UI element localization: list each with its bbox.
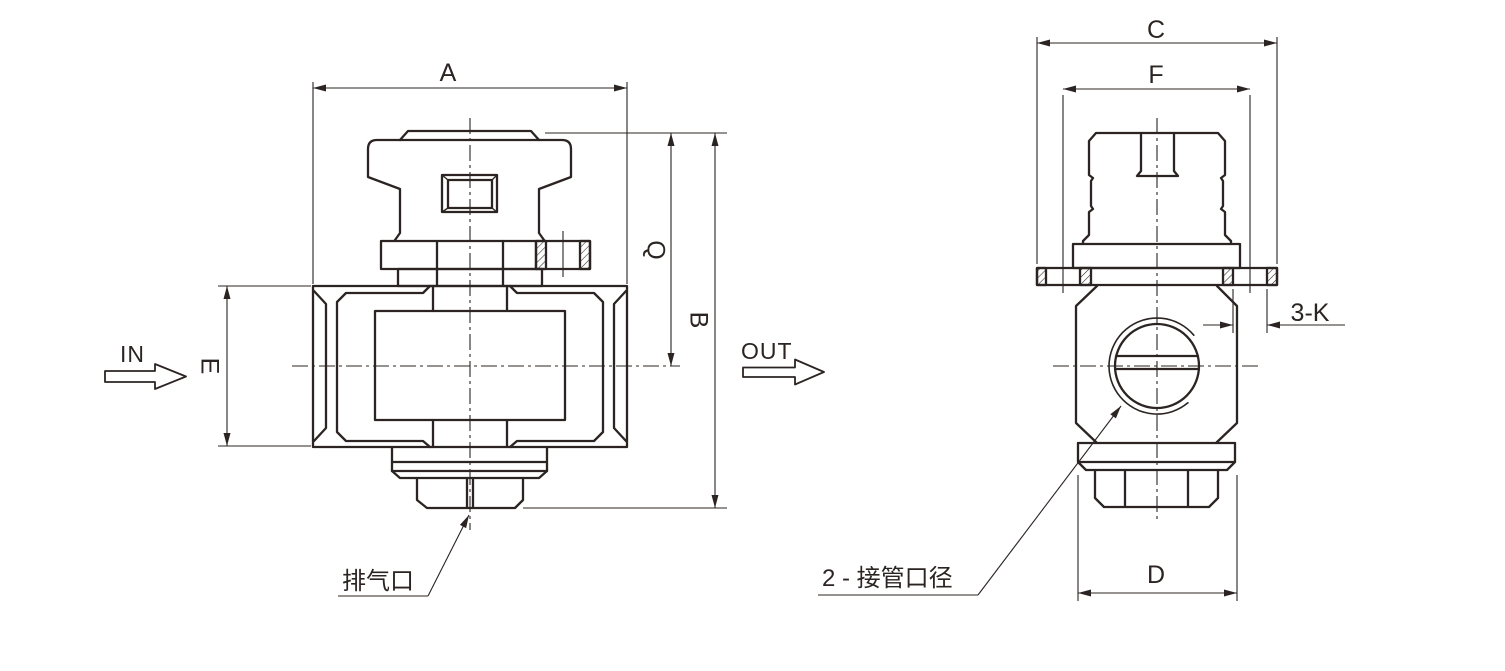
mount-nut-row1-facets — [435, 239, 538, 271]
side-port-thread-arc — [1108, 317, 1195, 415]
body-left-bracket — [335, 284, 432, 449]
bottom-neck — [390, 445, 549, 473]
centerlines — [292, 95, 1262, 530]
dim-label-b: B — [684, 312, 712, 329]
dim-label-q: Q — [641, 240, 669, 259]
dim-label-a: A — [440, 59, 457, 87]
flow-label-in: IN — [120, 341, 145, 367]
mount-nut-row1 — [379, 239, 592, 271]
flange-hatch-b — [578, 239, 592, 271]
dim-label-f: F — [1148, 61, 1163, 89]
flange-hatch-a — [534, 239, 548, 271]
in-arrow — [104, 363, 187, 390]
body-right-wall — [612, 289, 628, 443]
flange-plate-hatch-4 — [1265, 266, 1279, 287]
mount-nut-row2-facets — [435, 267, 505, 288]
callout-exhaust-port: 排气口 — [342, 568, 414, 595]
exhaust-hex — [415, 476, 525, 510]
stem-notches — [431, 284, 509, 449]
bottom-band-side — [1076, 441, 1237, 472]
body-right-bracket — [508, 284, 605, 449]
callout-pipe-port-size: 2 - 接管口径 — [822, 565, 953, 592]
out-arrow — [742, 358, 825, 386]
knob-window-bevels — [441, 174, 498, 213]
flange-plate-hatch-2 — [1078, 266, 1093, 287]
drawing-labels: A C F D 3-K Q B E IN OUT 排气口 2 - 接管口径 — [120, 16, 1330, 595]
dimension-lines — [218, 37, 1345, 601]
flow-label-out: OUT — [741, 338, 793, 364]
dimension-arrowheads — [223, 39, 1280, 597]
dim-label-3k: 3-K — [1291, 299, 1330, 327]
flow-arrows — [104, 358, 825, 390]
flange-plate-hatch-1 — [1035, 266, 1048, 287]
flange-plate-hatch-3 — [1221, 266, 1235, 287]
dim-label-d: D — [1147, 561, 1165, 589]
exhaust-leader — [427, 514, 470, 597]
dim-label-e: E — [195, 358, 223, 375]
dim-label-c: C — [1147, 16, 1165, 44]
port-leader — [977, 405, 1122, 596]
